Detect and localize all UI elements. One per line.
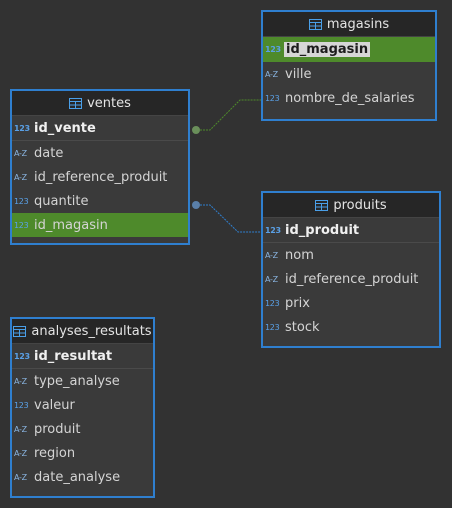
column-row[interactable]: 123 id_produit: [263, 218, 439, 243]
type-icon: A-Z: [14, 472, 27, 482]
column-row[interactable]: A-Z produit: [12, 417, 153, 441]
column-name: id_magasin: [34, 217, 108, 233]
entity-produits[interactable]: produits 123 id_produit A-Z nom A-Z id_r…: [261, 191, 441, 348]
column-name: id_resultat: [34, 348, 113, 364]
column-row[interactable]: A-Z region: [12, 441, 153, 465]
entity-header: ventes: [12, 91, 188, 116]
column-row[interactable]: A-Z id_reference_produit: [263, 267, 439, 291]
column-name: id_reference_produit: [34, 169, 168, 185]
column-name: nombre_de_salaries: [285, 90, 415, 106]
column-name: id_reference_produit: [285, 271, 419, 287]
type-icon: A-Z: [265, 69, 278, 79]
column-row[interactable]: A-Z id_reference_produit: [12, 165, 188, 189]
column-row[interactable]: 123 quantite: [12, 189, 188, 213]
entity-title: magasins: [326, 16, 390, 32]
table-icon: [315, 199, 329, 211]
table-icon: [308, 18, 322, 30]
column-row[interactable]: A-Z date_analyse: [12, 465, 153, 489]
column-row[interactable]: 123 id_magasin: [12, 213, 188, 237]
type-icon: A-Z: [265, 274, 278, 284]
column-name: valeur: [34, 397, 75, 413]
column-name: type_analyse: [34, 373, 120, 389]
column-row[interactable]: 123 id_magasin: [263, 37, 435, 62]
type-icon: 123: [14, 351, 30, 361]
column-name: ville: [285, 66, 312, 82]
column-row[interactable]: A-Z date: [12, 141, 188, 165]
column-row[interactable]: A-Z type_analyse: [12, 369, 153, 393]
type-icon: 123: [14, 196, 29, 206]
column-row[interactable]: 123 id_resultat: [12, 344, 153, 369]
entity-header: produits: [263, 193, 439, 218]
type-icon: 123: [14, 220, 29, 230]
column-row[interactable]: 123 valeur: [12, 393, 153, 417]
column-name: date: [34, 145, 64, 161]
type-icon: A-Z: [14, 148, 27, 158]
column-name: nom: [285, 247, 314, 263]
entity-title: analyses_resultats: [31, 323, 152, 339]
column-name: prix: [285, 295, 310, 311]
type-icon: 123: [265, 44, 281, 54]
column-name: produit: [34, 421, 81, 437]
type-icon: 123: [14, 123, 30, 133]
entity-header: magasins: [263, 12, 435, 37]
type-icon: 123: [265, 322, 280, 332]
type-icon: 123: [265, 298, 280, 308]
entity-title: produits: [333, 197, 387, 213]
entity-header: analyses_resultats: [12, 319, 153, 344]
column-name: id_magasin: [284, 41, 371, 57]
column-row[interactable]: A-Z nom: [263, 243, 439, 267]
type-icon: 123: [265, 225, 281, 235]
column-name: stock: [285, 319, 320, 335]
column-name: region: [34, 445, 76, 461]
table-icon: [13, 325, 27, 337]
column-row[interactable]: 123 nombre_de_salaries: [263, 86, 435, 110]
link-ventes-magasins[interactable]: [197, 99, 262, 131]
column-row[interactable]: 123 id_vente: [12, 116, 188, 141]
column-row[interactable]: 123 stock: [263, 315, 439, 339]
type-icon: A-Z: [265, 250, 278, 260]
entity-title: ventes: [87, 95, 131, 111]
link-ventes-produits-dot: [192, 201, 200, 209]
link-ventes-magasins-dot: [192, 126, 200, 134]
column-row[interactable]: A-Z ville: [263, 62, 435, 86]
type-icon: 123: [14, 400, 29, 410]
column-row[interactable]: 123 prix: [263, 291, 439, 315]
column-name: date_analyse: [34, 469, 121, 485]
table-icon: [69, 97, 83, 109]
type-icon: A-Z: [14, 424, 27, 434]
column-name: quantite: [34, 193, 89, 209]
type-icon: 123: [265, 93, 280, 103]
entity-ventes[interactable]: ventes 123 id_vente A-Z date A-Z id_refe…: [10, 89, 190, 245]
column-name: id_produit: [285, 222, 360, 238]
column-name: id_vente: [34, 120, 96, 136]
type-icon: A-Z: [14, 448, 27, 458]
type-icon: A-Z: [14, 376, 27, 386]
entity-analyses-resultats[interactable]: analyses_resultats 123 id_resultat A-Z t…: [10, 317, 155, 498]
type-icon: A-Z: [14, 172, 27, 182]
link-ventes-produits[interactable]: [197, 204, 262, 233]
entity-magasins[interactable]: magasins 123 id_magasin A-Z ville 123 no…: [261, 10, 437, 121]
